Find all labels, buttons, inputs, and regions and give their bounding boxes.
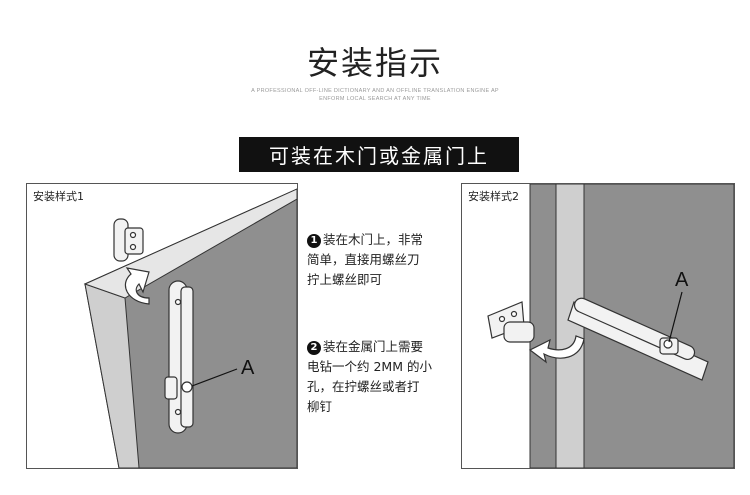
bracket-on-frame	[113, 218, 144, 262]
note-number: 2	[307, 341, 321, 355]
note-line: 拧上螺丝即可	[307, 272, 383, 287]
note-line: 电钻一个约 2MM 的小	[307, 359, 432, 374]
note-line: 装在金属门上需要	[323, 339, 424, 354]
bolt-latch	[164, 280, 194, 434]
install-arrow	[528, 335, 585, 364]
note-line: 孔，在拧螺丝或者打	[307, 379, 420, 394]
door-edge	[555, 184, 585, 468]
note-number: 1	[307, 234, 321, 248]
install-arrow	[125, 267, 150, 305]
panel-label: 安装样式1	[32, 188, 85, 204]
wood-door-illustration: A	[83, 188, 297, 468]
pointer-line	[191, 368, 238, 387]
subtitle-line-2: ENFORM LOCAL SEARCH AT ANY TIME	[319, 96, 431, 102]
banner: 可装在木门或金属门上	[239, 137, 519, 172]
install-style-2-panel: 安装样式2 A	[461, 183, 735, 469]
marker-a: A	[241, 357, 255, 379]
panel-label: 安装样式2	[467, 188, 520, 204]
pointer-line	[668, 291, 683, 343]
install-style-1-panel: 安装样式1 A	[26, 183, 298, 469]
note-line: 装在木门上，非常	[323, 232, 424, 247]
subtitle-line-1: A PROFESSIONAL OFF-LINE DICTIONARY AND A…	[251, 88, 499, 94]
page-title: 安装指示	[306, 44, 443, 82]
note-line: 简单，直接用螺丝刀	[307, 252, 420, 267]
bolt-latch	[567, 297, 709, 381]
bracket-on-frame	[487, 301, 535, 343]
note-line: 柳钉	[307, 399, 333, 414]
marker-a: A	[675, 269, 689, 291]
metal-door-illustration: A	[462, 184, 734, 468]
